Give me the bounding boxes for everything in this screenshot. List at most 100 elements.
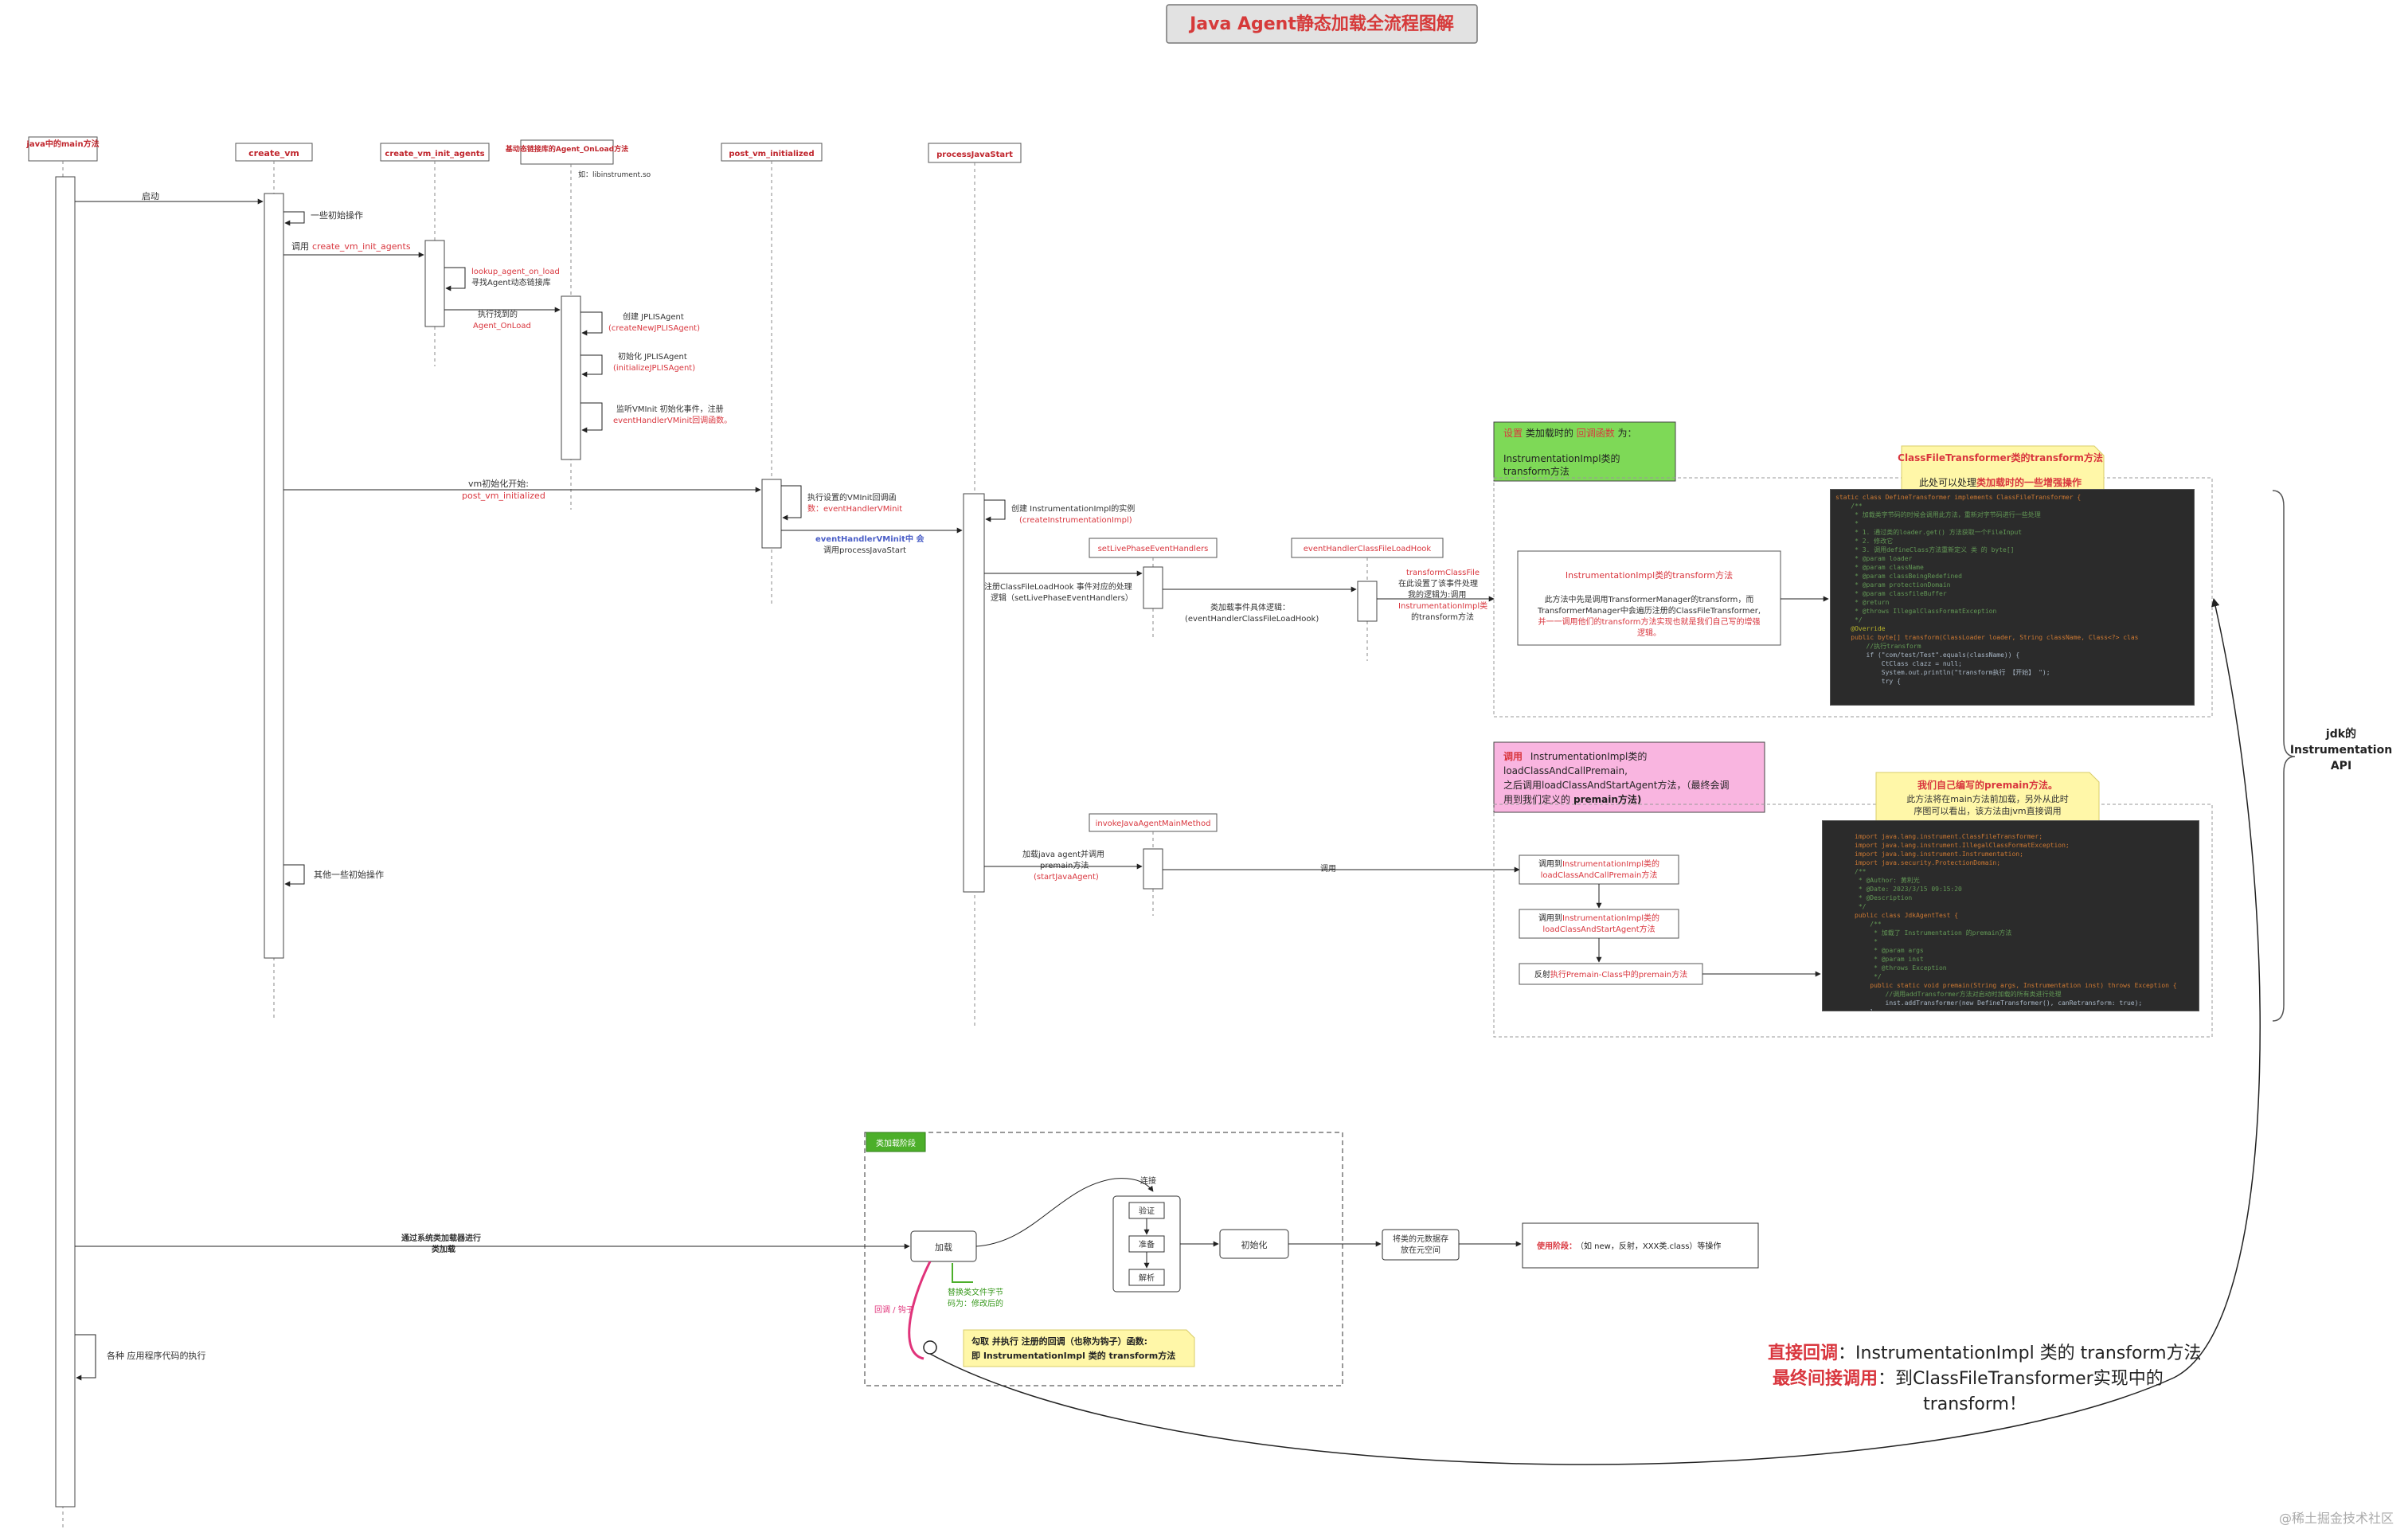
svg-text:lookup_agent_on_load: lookup_agent_on_load [471,268,560,276]
code-line: * 加载类字节码的时候会调用此方法，重新对字节码进行一些处理 [1835,511,2041,518]
svg-text:调用 InstrumentationImpl类的: 调用 InstrumentationImpl类的 [1503,750,1647,762]
svg-text:各种 应用程序代码的执行: 各种 应用程序代码的执行 [107,1350,206,1361]
code-line: * 2. 修改它 [1835,538,1894,545]
svg-text:创建 InstrumentationImpl的实例: 创建 InstrumentationImpl的实例 [1011,503,1135,514]
code-screenshot-transformer: static class DefineTransformer implement… [1830,489,2195,706]
svg-text:InstrumentationImpl类的transform: InstrumentationImpl类的transform方法 [1566,569,1733,581]
svg-text:码为：修改后的: 码为：修改后的 [948,1298,1003,1308]
svg-text:加载: 加载 [935,1242,952,1253]
svg-text:通过系统类加载器进行: 通过系统类加载器进行 [401,1233,481,1243]
title-box: Java Agent静态加载全流程图解 [1166,4,1478,44]
svg-text:勾取 并执行 注册的回调（也称为钩子）函数:: 勾取 并执行 注册的回调（也称为钩子）函数: [971,1336,1147,1347]
code-line: inst.addTransformer(new DefineTransforme… [1855,999,2143,1007]
set-live-handlers-box [1089,538,1218,558]
svg-text:(initializeJPLISAgent): (initializeJPLISAgent) [613,364,695,373]
code-line: */ [1855,973,1882,980]
lifeline-post-vm-initialized: post_vm_initialized [721,143,823,605]
svg-text:初始化 JPLISAgent: 初始化 JPLISAgent [618,351,687,362]
svg-text:(createNewJPLISAgent): (createNewJPLISAgent) [608,324,700,333]
page-title: Java Agent静态加载全流程图解 [1188,14,1454,34]
svg-text:(startJavaAgent): (startJavaAgent) [1034,873,1099,882]
svg-text:loadClassAndStartAgent方法: loadClassAndStartAgent方法 [1542,924,1655,934]
svg-text:此处可以处理类加载时的一些增强操作: 此处可以处理类加载时的一些增强操作 [1919,476,2082,488]
svg-text:初始化: 初始化 [1241,1239,1268,1250]
svg-text:transformClassFile: transformClassFile [1406,569,1480,577]
code-line: * [1855,938,1878,945]
watermark: @稀土掘金技术社区 [2278,1511,2394,1526]
svg-text:类加载阶段: 类加载阶段 [876,1138,916,1148]
svg-text:设置 类加载时的 回调函数: 设置 类加载时的 回调函数 为： [1503,427,1637,439]
code-line: } [1855,1007,2194,1011]
svg-text:监听VMInit 初始化事件，注册: 监听VMInit 初始化事件，注册 [616,404,724,414]
svg-text:InstrumentationImpl类: InstrumentationImpl类 [1398,600,1487,611]
svg-text:premain方法: premain方法 [1040,860,1089,870]
code-line: @Override [1835,625,1886,632]
svg-text:反射执行Premain-Class中的premain方法: 反射执行Premain-Class中的premain方法 [1534,969,1687,980]
code-line: /** [1835,503,1863,510]
svg-text:一些初始操作: 一些初始操作 [311,209,363,221]
svg-text:其他一些初始操作: 其他一些初始操作 [314,869,384,880]
svg-text:逻辑（setLivePhaseEventHandlers）: 逻辑（setLivePhaseEventHandlers） [991,592,1133,603]
code-line: */ [1835,616,1863,624]
svg-text:准备: 准备 [1139,1239,1155,1249]
code-screenshot-premain: import java.lang.instrument.ClassFileTra… [1822,820,2199,1011]
svg-text:执行设置的VMInit回调函: 执行设置的VMInit回调函 [807,492,896,503]
svg-text:TransformerManager中会遍历注册的Class: TransformerManager中会遍历注册的ClassFileTransf… [1537,605,1761,616]
code-line: import java.lang.instrument.IllegalClass… [1855,842,2070,849]
code-line: public static void premain(String args, … [1855,982,2177,989]
code-line: * @param className [1835,564,1924,571]
callback-summary-note: 直接回调：InstrumentationImpl 类的 transform方法 … [1768,1343,2202,1414]
svg-text:验证: 验证 [1139,1206,1155,1216]
event-handler-cflh-box [1291,538,1444,558]
svg-text:解析: 解析 [1139,1273,1155,1283]
svg-text:create_vm_init_agents: create_vm_init_agents [312,241,411,252]
svg-text:使用阶段：（如 new，反射，XXX类.class）等操作: 使用阶段：（如 new，反射，XXX类.class）等操作 [1536,1241,1721,1251]
svg-text:将类的元数据存: 将类的元数据存 [1393,1234,1448,1244]
code-line: import java.lang.instrument.Instrumentat… [1855,851,2023,858]
svg-text:类加载事件具体逻辑：: 类加载事件具体逻辑： [1210,602,1290,612]
lifeline-agent-onload: 基动态链接库的Agent_OnLoad方法 如：libinstrument.so [505,139,651,510]
code-line: * 1. 通过类的loader.get() 方法获取一个FileInput [1835,529,2023,536]
svg-text:post_vm_initialized: post_vm_initialized [462,491,545,501]
lifeline-process-java-start: processJavaStart [928,143,1022,1027]
svg-text:jdk的: jdk的 [2325,727,2356,741]
class-loading-stage: 类加载阶段 加载 连接 验证 准备 解析 初始化 将类的元数据存 放在元空间 使… [864,1132,1759,1386]
lifeline-create-vm-init-agents: create_vm_init_agents [380,143,490,366]
jdk-api-label: jdk的 Instrumentation API [2290,727,2392,772]
svg-text:数：eventHandlerVMinit: 数：eventHandlerVMinit [807,503,902,514]
code-line: * @Description [1855,894,1913,901]
svg-text:创建 JPLISAgent: 创建 JPLISAgent [623,311,684,322]
svg-text:调用: 调用 [1320,864,1336,874]
svg-text:调用: 调用 [291,241,309,252]
svg-text:加载java agent并调用: 加载java agent并调用 [1022,849,1104,859]
svg-text:eventHandlerClassFileLoadHook: eventHandlerClassFileLoadHook [1304,545,1432,553]
code-line: * @Date: 2023/3/15 09:15:20 [1855,886,1962,893]
yellow-note-transform: ClassFileTransformer类的transform方法 此处可以处理… [1898,445,2105,495]
code-line: //调用addTransformer方法对启动时加载的所有类进行处理 [1855,991,2062,998]
svg-text:启动: 启动 [142,191,159,201]
svg-text:loadClassAndCallPremain方法: loadClassAndCallPremain方法 [1541,870,1658,880]
svg-text:最终间接调用：到ClassFileTransformer实现: 最终间接调用：到ClassFileTransformer实现中的 [1773,1368,2164,1389]
code-line: //执行transform [1835,643,1921,650]
svg-text:类加载: 类加载 [432,1244,455,1254]
code-line: import java.lang.instrument.ClassFileTra… [1855,833,2043,840]
premain-step-1: 调用到InstrumentationImpl类的 loadClassAndCal… [1519,854,1679,885]
svg-text:此方法中先是调用TransformerManager的tra: 此方法中先是调用TransformerManager的transform，而 [1545,594,1754,604]
svg-text:vm初始化开始:: vm初始化开始: [468,478,529,489]
code-line: */ [1855,903,1867,910]
svg-text:的transform方法: 的transform方法 [1411,612,1474,622]
svg-text:create_vm: create_vm [248,148,299,158]
code-line: * @param loader [1835,555,1913,562]
svg-text:连接: 连接 [1140,1175,1156,1186]
code-line: try { [1835,678,1901,685]
svg-text:执行找到的: 执行找到的 [478,309,518,319]
code-line: * [1835,520,1859,527]
yellow-note-premain: 我们自己编写的premain方法。 此方法将在main方法前加载，另外从此时 序… [1875,772,2100,823]
premain-step-3: 反射执行Premain-Class中的premain方法 [1519,963,1703,985]
svg-text:我的逻辑为:调用: 我的逻辑为:调用 [1408,589,1466,600]
svg-text:ClassFileTransformer类的transfor: ClassFileTransformer类的transform方法 [1898,452,2103,463]
svg-text:序图可以看出，该方法由jvm直接调用: 序图可以看出，该方法由jvm直接调用 [1914,805,2061,816]
svg-text:Instrumentation: Instrumentation [2290,744,2392,757]
code-line: * @param args [1855,947,1924,954]
